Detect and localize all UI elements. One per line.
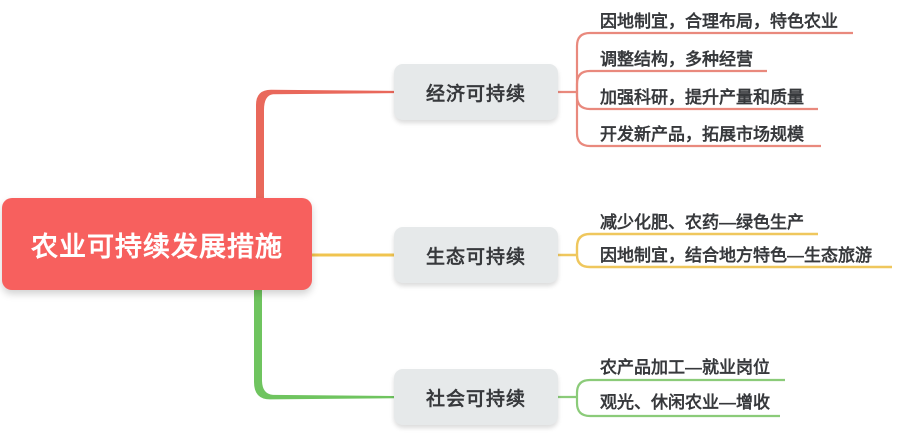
leaf-node-ecological-2[interactable]: 因地制宜，结合地方特色—生态旅游 [600, 246, 872, 265]
leaf-node-economic-1[interactable]: 因地制宜，合理布局，特色农业 [600, 12, 838, 31]
root-link-social [254, 290, 394, 400]
leaf-line-economic-4 [575, 92, 821, 148]
leaf-line-social-2 [575, 397, 780, 418]
leaf-node-economic-3[interactable]: 加强科研，提升产量和质量 [600, 88, 804, 107]
leaf-line-ecological-2 [575, 254, 892, 269]
root-node[interactable]: 农业可持续发展措施 [2, 198, 312, 290]
leaf-node-economic-2[interactable]: 调整结构，多种经营 [600, 50, 753, 69]
leaf-line-economic-1 [575, 31, 853, 92]
root-link-economic [256, 89, 394, 198]
branch-node-ecological[interactable]: 生态可持续 [394, 227, 558, 283]
leaf-node-economic-4[interactable]: 开发新产品，拓展市场规模 [600, 125, 804, 144]
leaf-line-ecological-1 [575, 232, 818, 255]
leaf-node-social-2[interactable]: 观光、休闲农业—增收 [600, 393, 770, 412]
leaf-line-social-1 [575, 378, 785, 397]
leaf-node-ecological-1[interactable]: 减少化肥、农药—绿色生产 [600, 213, 804, 232]
branch-node-economic[interactable]: 经济可持续 [394, 64, 558, 120]
leaf-line-economic-2 [575, 69, 767, 92]
branch-node-social[interactable]: 社会可持续 [394, 369, 558, 425]
leaf-node-social-1[interactable]: 农产品加工—就业岗位 [600, 358, 770, 377]
